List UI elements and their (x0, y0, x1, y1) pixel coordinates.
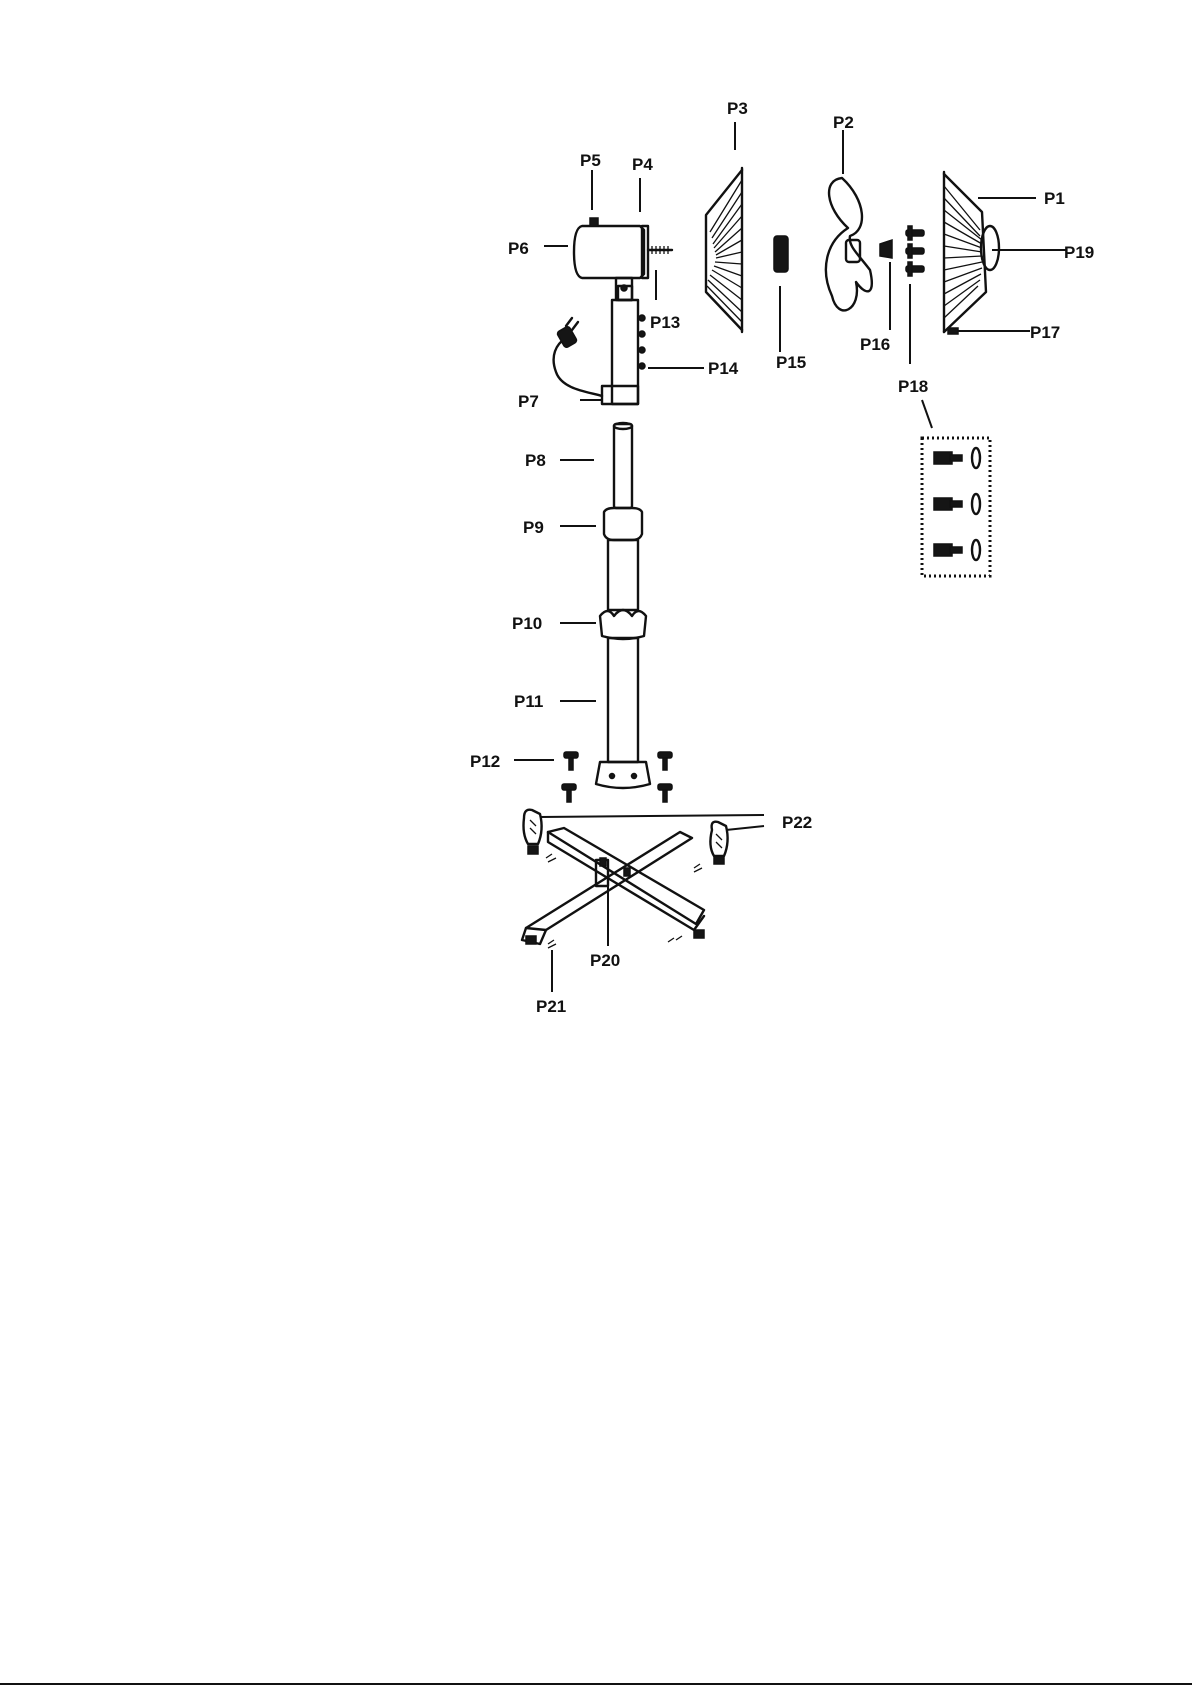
grille-screws (906, 226, 924, 276)
rear-grille (706, 168, 742, 332)
label-p21: P21 (536, 997, 566, 1016)
label-p11: P11 (514, 692, 543, 711)
label-p6: P6 (508, 239, 529, 258)
label-p13: P13 (650, 313, 680, 332)
label-p14: P14 (708, 359, 739, 378)
label-p7: P7 (518, 392, 539, 411)
label-p22: P22 (782, 813, 812, 832)
stand-pole (596, 423, 650, 788)
label-p4: P4 (632, 155, 653, 174)
label-p16: P16 (860, 335, 890, 354)
base-screws (562, 752, 672, 802)
label-p12: P12 (470, 752, 500, 771)
fan-blade (826, 178, 872, 310)
label-p8: P8 (525, 451, 546, 470)
spinner-hub (774, 236, 788, 272)
label-p20: P20 (590, 951, 620, 970)
motor-housing (574, 218, 672, 300)
power-cord (554, 318, 602, 396)
label-p2: P2 (833, 113, 854, 132)
label-p15: P15 (776, 353, 806, 372)
label-p1: P1 (1044, 189, 1065, 208)
label-p5: P5 (580, 151, 601, 170)
label-p10: P10 (512, 614, 542, 633)
screw-pack-box (922, 438, 990, 576)
label-p17: P17 (1030, 323, 1060, 342)
label-p3: P3 (727, 99, 748, 118)
motor-neck (602, 286, 645, 404)
label-p18: P18 (898, 377, 928, 396)
label-p9: P9 (523, 518, 544, 537)
front-grille (944, 172, 999, 334)
blade-nut (880, 240, 892, 258)
label-p19: P19 (1064, 243, 1094, 262)
cross-base (522, 810, 728, 948)
